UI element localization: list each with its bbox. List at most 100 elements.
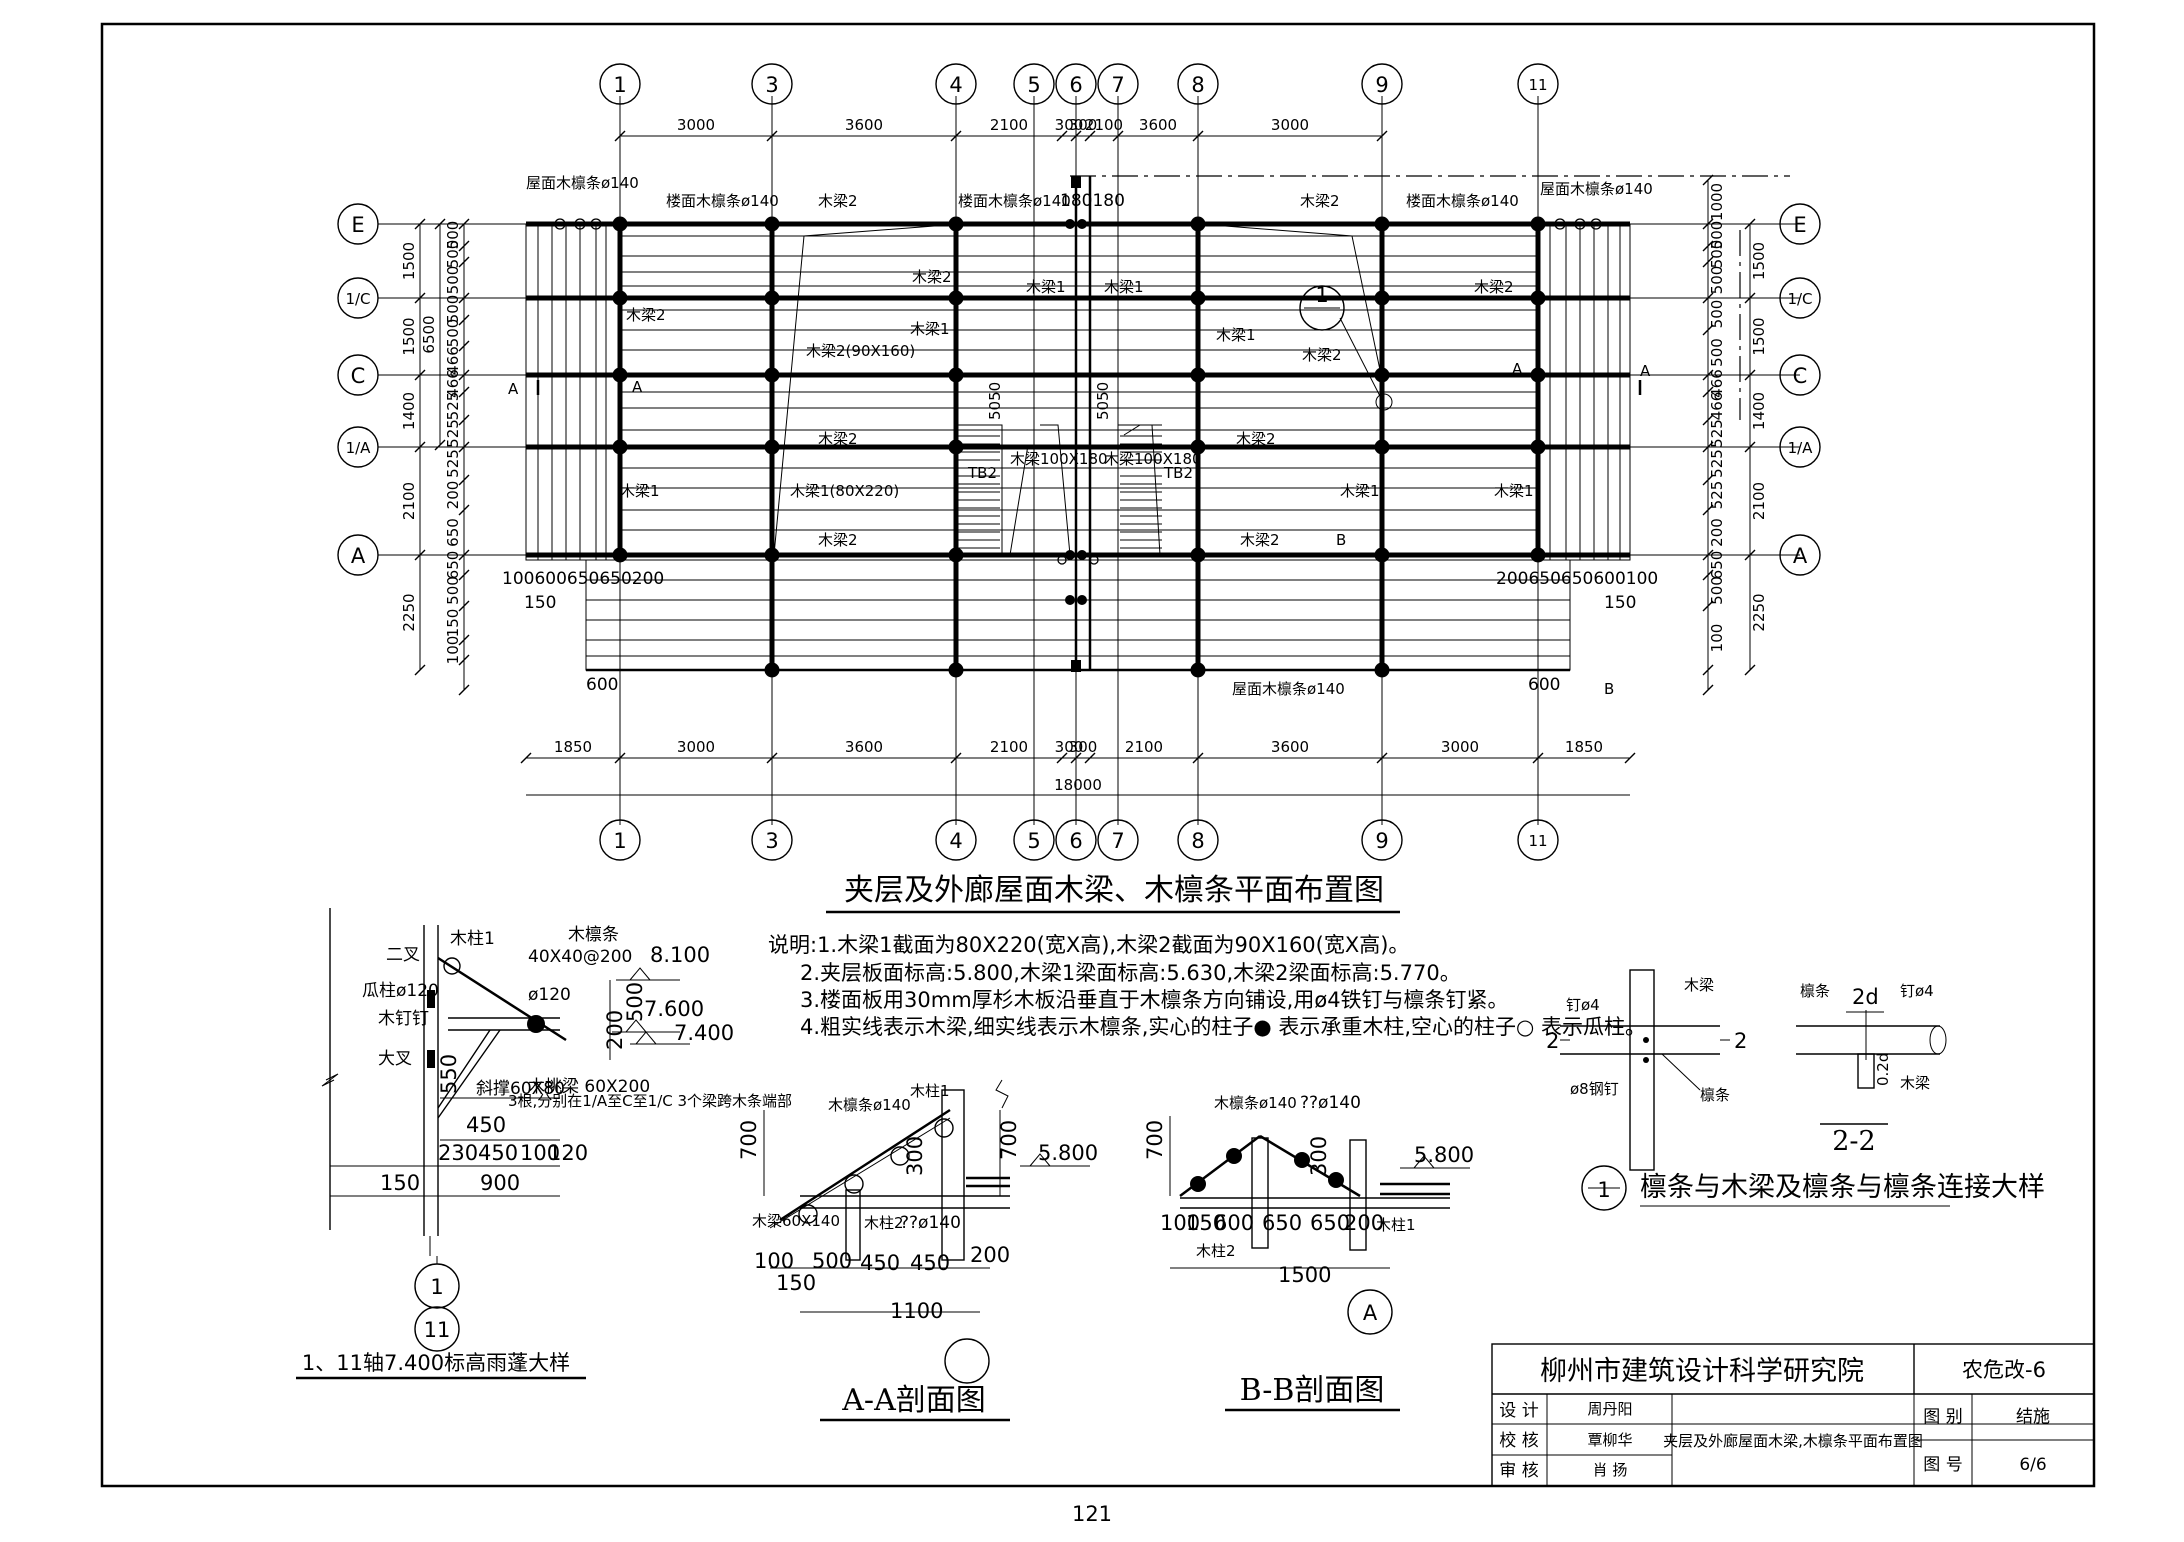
stair-right bbox=[1112, 424, 1162, 556]
dim-right-inner-12: 650 bbox=[1708, 551, 1726, 580]
axis-row-E-right: E bbox=[1793, 213, 1806, 237]
axis-top-11: 11 bbox=[1528, 76, 1547, 94]
canopy-label-1: 二叉 bbox=[386, 945, 420, 965]
axis-top-4: 4 bbox=[949, 73, 962, 97]
plan-label-floor-purlin-l: 楼面木檩条ø140 bbox=[666, 192, 779, 210]
bb-dim-0: 700 bbox=[1143, 1120, 1167, 1160]
canopy-elevation-0: 8.100 bbox=[650, 943, 710, 967]
plan-label-val-180-180: 180180 bbox=[1060, 191, 1125, 211]
dim-left-inner-12: 650 bbox=[444, 551, 462, 580]
axis-bottom-5: 5 bbox=[1027, 829, 1040, 853]
dim-left-inner-6: 466 bbox=[444, 369, 462, 398]
plan-label-beam-100x180-l: 木梁100X180 bbox=[1010, 450, 1108, 468]
axis-row-1-A-right: 1/A bbox=[1788, 439, 1814, 457]
canopy-label-7: ø120 bbox=[528, 985, 571, 1005]
conn-label-1: 钉ø4 bbox=[1566, 996, 1600, 1014]
plan-label-v150-r: 150 bbox=[1604, 593, 1636, 613]
axis-top-9: 9 bbox=[1375, 73, 1388, 97]
dim-right-inner-3: 500 bbox=[1708, 266, 1726, 295]
institute-name: 柳州市建筑设计科学研究院 bbox=[1540, 1356, 1864, 1387]
plan-label-tb2-l: TB2 bbox=[967, 464, 997, 482]
axis-row-A-right: A bbox=[1793, 544, 1808, 568]
axis-top-3: 3 bbox=[765, 73, 778, 97]
canopy-dim-8: 150 bbox=[380, 1171, 420, 1195]
plan-label-beam2-d: 木梁2 bbox=[626, 306, 666, 324]
dim-top-5: 2100 bbox=[1085, 116, 1123, 134]
canopy-label-10: 3根,分别在1/A至C至1/C 3个梁跨木条端部 bbox=[508, 1092, 792, 1110]
conn-label-2: ø8钢钉 bbox=[1570, 1080, 1619, 1098]
canopy-label-3: 木钉钉 bbox=[378, 1009, 429, 1029]
title-block: 柳州市建筑设计科学研究院 农危改-6 设 计 校 核 审 核 周丹阳 覃柳华 肖… bbox=[1491, 1343, 2095, 1487]
dim-right-inner-0: 1000 bbox=[1708, 183, 1726, 221]
plan-label-v5050-r: 5050 bbox=[1094, 382, 1112, 420]
axis-bottom-11: 11 bbox=[1528, 832, 1547, 850]
dim-right-inner-5: 500 bbox=[1708, 338, 1726, 367]
plan-label-bot-right-dims: 200650650600100 bbox=[1496, 569, 1658, 589]
dim-right-outer-4: 2250 bbox=[1750, 593, 1768, 631]
aa-dim-7: 200 bbox=[970, 1243, 1010, 1267]
detail-callout-circle bbox=[1299, 285, 1345, 331]
canopy-axis-11: 11 bbox=[424, 1318, 451, 1342]
dim-left-total-0: 6500 bbox=[420, 315, 438, 353]
conn-label-7: 木梁 bbox=[1900, 1074, 1930, 1092]
conn-title: 檩条与木梁及檩条与檩条连接大样 bbox=[1640, 1172, 2045, 1203]
dim-right-inner-6: 466 bbox=[1708, 369, 1726, 398]
dim-top-4: 300 bbox=[1069, 116, 1098, 134]
aa-dim-6: 450 bbox=[910, 1251, 950, 1275]
canopy-dim-6: 100 bbox=[520, 1141, 560, 1165]
canopy-label-8: 木挑梁 60X200 bbox=[528, 1077, 650, 1097]
bb-label-0: 木檩条ø140 bbox=[1214, 1094, 1297, 1112]
plan-label-roof-purlin-r: 屋面木檩条ø140 bbox=[1540, 180, 1653, 198]
plan-label-beam2-h: 木梁2 bbox=[1236, 430, 1276, 448]
dim-left-inner-9: 525 bbox=[444, 449, 462, 478]
axis-top-5: 5 bbox=[1027, 73, 1040, 97]
axis-row-1-C-left: 1/C bbox=[345, 290, 370, 308]
dim-bottom-3: 2100 bbox=[990, 738, 1028, 756]
plan-label-beam2-c: 木梁2 bbox=[912, 268, 952, 286]
dim-right-inner-11: 200 bbox=[1708, 518, 1726, 547]
plan-label-v150-l: 150 bbox=[524, 593, 556, 613]
dim-bottom-1: 3000 bbox=[677, 738, 715, 756]
note-2: 2.夹层板面标高:5.800,木梁1梁面标高:5.630,木梁2梁面标高:5.7… bbox=[800, 961, 1461, 985]
plan-label-beam1-a: 木梁1 bbox=[1026, 278, 1066, 296]
beam-lines bbox=[526, 221, 1630, 672]
plan-label-beam1-size: 木梁1(80X220) bbox=[790, 482, 899, 500]
dim-top-7: 3000 bbox=[1271, 116, 1309, 134]
row-check: 校 核 bbox=[1499, 1431, 1538, 1451]
axis-row-1-A-left: 1/A bbox=[346, 439, 372, 457]
project-code: 农危改-6 bbox=[1962, 1358, 2046, 1382]
drawing-name: 夹层及外廊屋面木梁,木檩条平面布置图 bbox=[1663, 1432, 1923, 1450]
plan-label-sec-A-l2: A bbox=[632, 378, 643, 396]
plan-label-v600-r: 600 bbox=[1528, 675, 1560, 695]
dim-left-outer-3: 2100 bbox=[400, 482, 418, 520]
bb-label-2: 木柱1 bbox=[1376, 1216, 1416, 1234]
plan-label-beam2-size: 木梁2(90X160) bbox=[806, 342, 915, 360]
hip-line-left bbox=[773, 223, 961, 556]
dim-right-inner-9: 525 bbox=[1708, 449, 1726, 478]
aa-dim-0: 700 bbox=[737, 1120, 761, 1160]
conn-label-8: 0.2d bbox=[1874, 1053, 1892, 1086]
canopy-label-9: 斜撑60X80 bbox=[476, 1079, 565, 1099]
dim-top-6: 3600 bbox=[1139, 116, 1177, 134]
dim-left-inner-14: 150 bbox=[444, 609, 462, 638]
dim-right-inner-10: 525 bbox=[1708, 481, 1726, 510]
designer-name: 周丹阳 bbox=[1587, 1400, 1632, 1418]
bb-dim-7: 200 bbox=[1344, 1211, 1384, 1235]
dim-right-inner-4: 500 bbox=[1708, 300, 1726, 329]
axis-top-7: 7 bbox=[1111, 73, 1124, 97]
bb-label-3: 木柱2 bbox=[1196, 1242, 1236, 1260]
plan-title: 夹层及外廊屋面木梁、木檩条平面布置图 bbox=[844, 873, 1384, 908]
bb-dim-2: 100 bbox=[1160, 1211, 1200, 1235]
plan-label-sec-A-r2: A bbox=[1640, 362, 1651, 380]
dim-right-outer-3: 2100 bbox=[1750, 482, 1768, 520]
conn-cut-right: 2 bbox=[1734, 1029, 1747, 1053]
dim-bottom-4: 300 bbox=[1055, 738, 1084, 756]
row-design: 设 计 bbox=[1499, 1401, 1538, 1421]
plan-label-beam1-b: 木梁1 bbox=[1104, 278, 1144, 296]
plan-label-beam2-a: 木梁2 bbox=[818, 192, 858, 210]
dim-total-width: 18000 bbox=[1054, 776, 1102, 794]
